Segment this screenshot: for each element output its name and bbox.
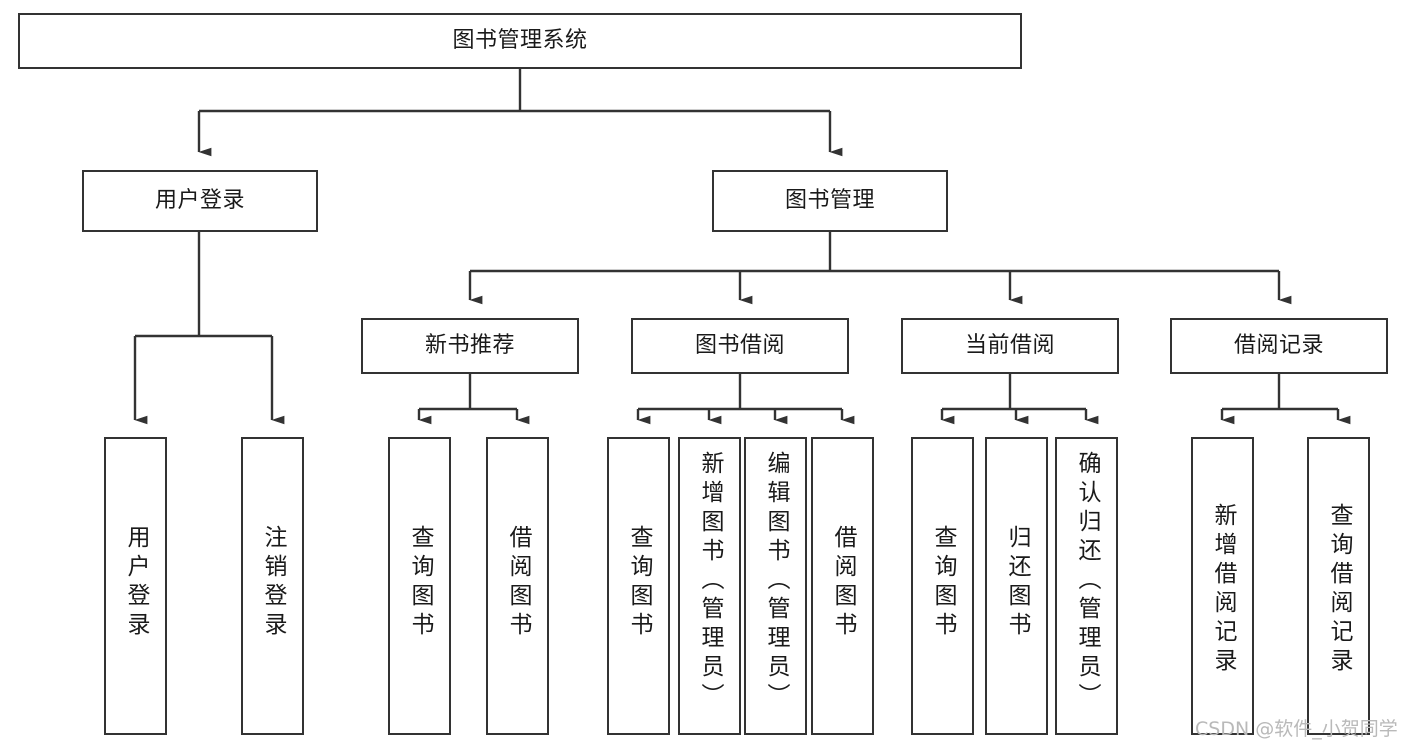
node-current-borrow[interactable]: 当前借阅 (901, 318, 1119, 374)
node-root-label: 图书管理系统 (452, 27, 588, 53)
node-new-book-rec-label: 新书推荐 (424, 332, 515, 358)
node-leaf-add-book-label: 新增图书（管理员） (697, 451, 723, 712)
node-leaf-edit-book-label: 编辑图书（管理员） (763, 451, 789, 712)
node-borrow-record[interactable]: 借阅记录 (1170, 318, 1388, 374)
node-leaf-logout-label: 注销登录 (260, 525, 286, 641)
node-book-borrow-label: 图书借阅 (694, 332, 785, 358)
node-new-book-rec[interactable]: 新书推荐 (361, 318, 579, 374)
node-leaf-query-record-label: 查询借阅记录 (1326, 503, 1352, 677)
node-leaf-return-book[interactable]: 归还图书 (985, 437, 1048, 735)
node-user-login-label: 用户登录 (154, 187, 245, 213)
node-leaf-confirm-return[interactable]: 确认归还（管理员） (1055, 437, 1118, 735)
node-leaf-add-record-label: 新增借阅记录 (1210, 503, 1236, 677)
node-book-borrow[interactable]: 图书借阅 (631, 318, 849, 374)
node-leaf-edit-book[interactable]: 编辑图书（管理员） (744, 437, 807, 735)
node-current-borrow-label: 当前借阅 (964, 332, 1055, 358)
node-book-manage-label: 图书管理 (784, 187, 875, 213)
node-leaf-user-login-label: 用户登录 (123, 525, 149, 641)
node-leaf-confirm-return-label: 确认归还（管理员） (1074, 451, 1100, 712)
node-leaf-borrow-book-bor[interactable]: 借阅图书 (811, 437, 874, 735)
node-leaf-query-book-cur[interactable]: 查询图书 (911, 437, 974, 735)
node-leaf-query-record[interactable]: 查询借阅记录 (1307, 437, 1370, 735)
node-leaf-borrow-book-rec-label: 借阅图书 (505, 525, 531, 641)
node-leaf-query-book-bor-label: 查询图书 (626, 525, 652, 641)
node-leaf-return-book-label: 归还图书 (1004, 525, 1030, 641)
node-leaf-logout[interactable]: 注销登录 (241, 437, 304, 735)
node-leaf-borrow-book-bor-label: 借阅图书 (830, 525, 856, 641)
node-leaf-add-book[interactable]: 新增图书（管理员） (678, 437, 741, 735)
node-root[interactable]: 图书管理系统 (18, 13, 1022, 69)
node-leaf-query-book-cur-label: 查询图书 (930, 525, 956, 641)
csdn-watermark: CSDN @软件_小贺同学 (1195, 718, 1398, 740)
node-leaf-add-record[interactable]: 新增借阅记录 (1191, 437, 1254, 735)
node-leaf-query-book-rec-label: 查询图书 (407, 525, 433, 641)
node-borrow-record-label: 借阅记录 (1233, 332, 1324, 358)
node-leaf-user-login[interactable]: 用户登录 (104, 437, 167, 735)
node-leaf-query-book-rec[interactable]: 查询图书 (388, 437, 451, 735)
node-book-manage[interactable]: 图书管理 (712, 170, 948, 232)
node-leaf-borrow-book-rec[interactable]: 借阅图书 (486, 437, 549, 735)
node-user-login[interactable]: 用户登录 (82, 170, 318, 232)
edge-lines (133, 69, 1351, 425)
node-leaf-query-book-bor[interactable]: 查询图书 (607, 437, 670, 735)
